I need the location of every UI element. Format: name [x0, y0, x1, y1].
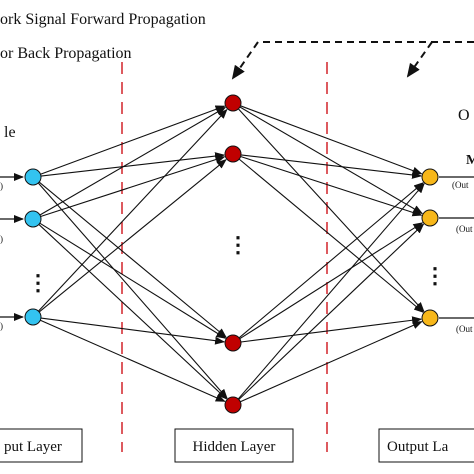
input-hidden-connection-7	[39, 222, 227, 339]
hidden-output-connection-10	[237, 183, 425, 400]
output-node-caption-2: (Out	[456, 224, 473, 234]
output-layer-label: Output La	[387, 439, 449, 455]
back-prop-arrow-to-hidden	[231, 41, 474, 80]
input-node-1	[24, 168, 42, 186]
output-nodes	[421, 168, 474, 327]
hidden-output-connection-11	[238, 223, 425, 400]
input-hidden-connection-8	[38, 224, 228, 400]
hidden-output-connection-5	[240, 155, 423, 217]
input-node-caption-2: )	[0, 234, 3, 244]
input-node-caption-3: )	[0, 321, 3, 331]
input-node-caption-1: )	[0, 181, 3, 191]
input-layer-label: put Layer	[4, 439, 62, 455]
output-var-mark: M	[466, 153, 474, 168]
input-hidden-connection-3	[38, 181, 227, 338]
output-node-1	[421, 168, 439, 186]
hidden-node-3	[224, 334, 242, 352]
input-hidden-connection-11	[40, 317, 226, 345]
back-prop-arrow-to-output	[406, 41, 433, 78]
hidden-output-connection-12	[240, 321, 423, 403]
hidden-output-connection-1	[240, 105, 423, 175]
connections	[37, 105, 425, 403]
input-hidden-connection-6	[40, 155, 226, 218]
hidden-output-connection-4	[240, 154, 423, 179]
hidden-layer-label: Hidden Layer	[193, 439, 276, 455]
hidden-layer-label-box: Hidden Layer	[174, 428, 294, 463]
hidden-node-4	[224, 396, 242, 414]
input-hidden-connection-2	[40, 152, 226, 177]
input-hidden-connection-4	[37, 182, 228, 399]
hidden-output-connection-7	[238, 182, 424, 339]
output-node-3	[421, 309, 439, 327]
output-layer-label-box: Output La	[378, 428, 474, 463]
output-ellipsis: ⋮	[424, 263, 446, 288]
hidden-output-connection-9	[240, 316, 423, 343]
hidden-node-2	[224, 145, 242, 163]
output-node-caption-3: (Out	[456, 324, 473, 334]
output-partial-label: O	[458, 107, 470, 124]
input-node-2	[24, 210, 42, 228]
input-ellipsis: ⋮	[27, 270, 49, 295]
output-node-2	[421, 209, 439, 227]
back-propagation-legend: or Back Propagation	[0, 45, 132, 62]
hidden-output-connection-6	[238, 158, 424, 313]
input-hidden-connection-9	[38, 108, 228, 312]
hidden-node-1	[224, 94, 242, 112]
input-node-3	[24, 308, 42, 326]
input-nodes	[0, 168, 42, 326]
forward-propagation-legend: ork Signal Forward Propagation	[0, 11, 206, 28]
input-hidden-connection-5	[39, 107, 227, 216]
back-propagation-arrows	[231, 41, 474, 80]
hidden-ellipsis: ⋮	[227, 232, 249, 257]
hidden-output-connection-8	[239, 222, 424, 340]
output-node-caption-1: (Out	[452, 180, 469, 190]
hidden-nodes	[224, 94, 242, 414]
hidden-output-connection-2	[239, 106, 424, 214]
input-hidden-connection-12	[40, 319, 226, 402]
hidden-output-connection-3	[237, 108, 425, 313]
input-partial-label: le	[4, 124, 16, 141]
input-hidden-connection-10	[38, 159, 227, 313]
input-hidden-connection-1	[40, 105, 226, 175]
input-layer-label-box: put Layer	[0, 428, 83, 463]
